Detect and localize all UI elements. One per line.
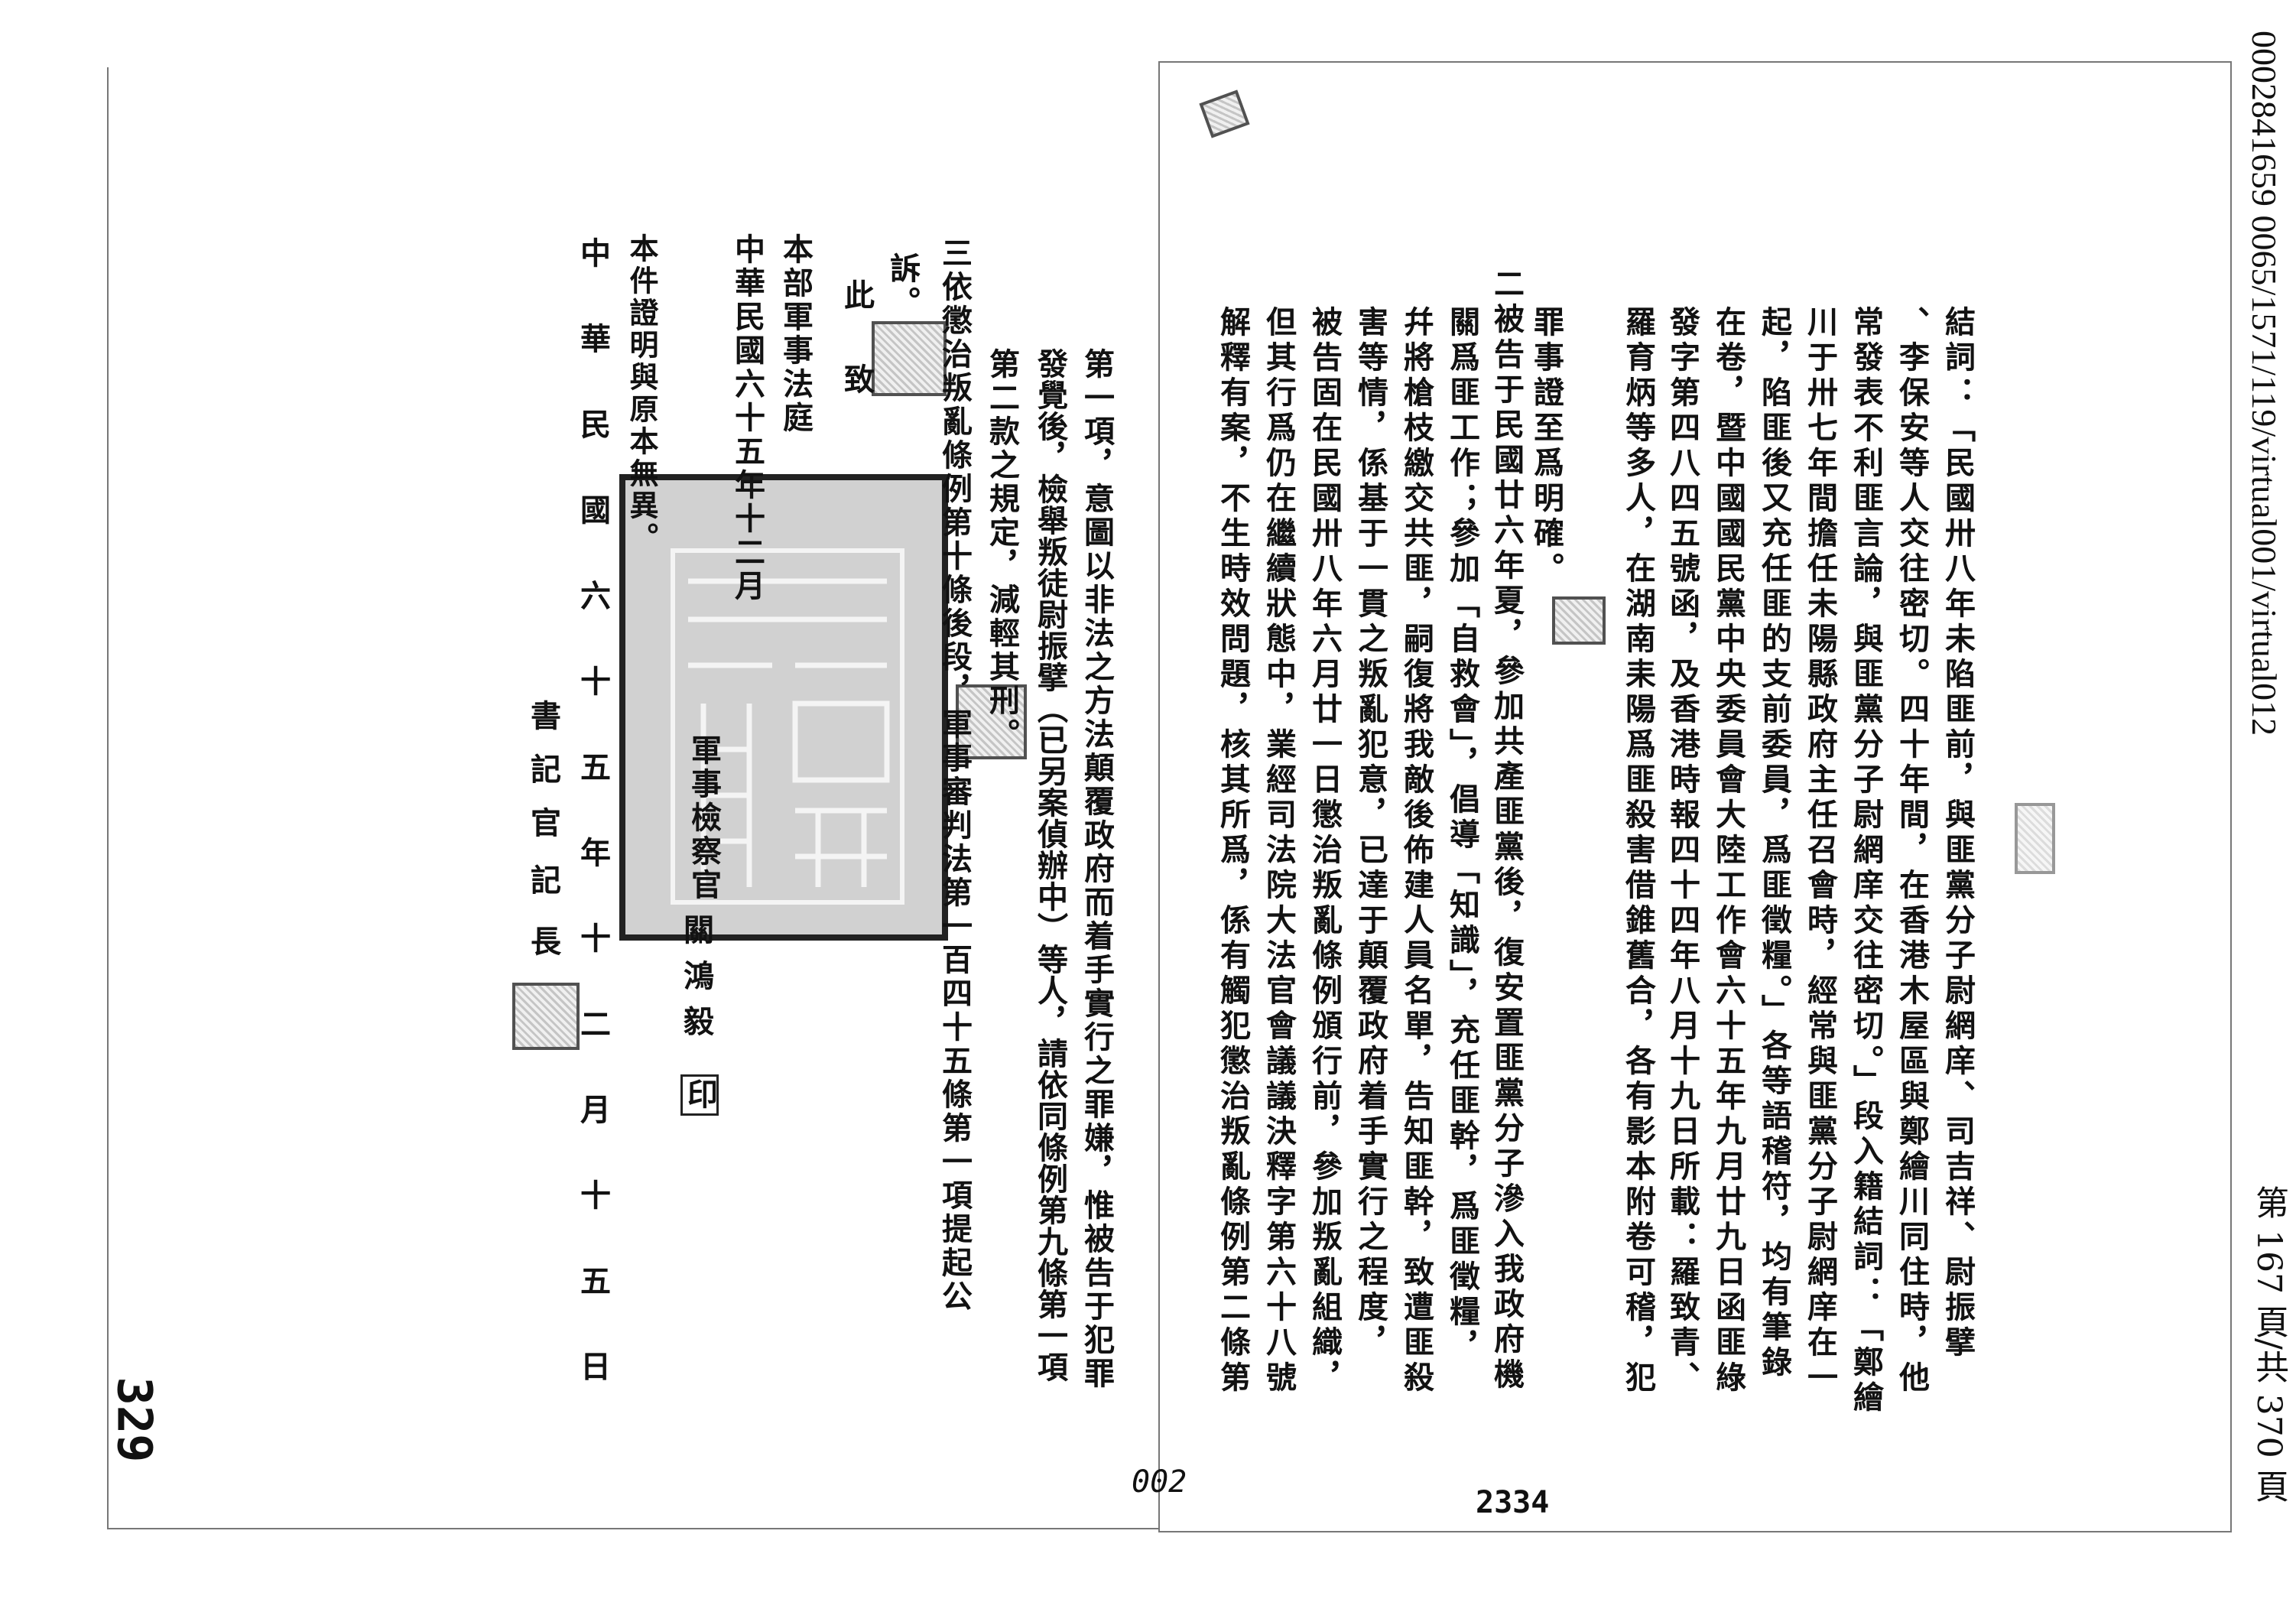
- text-line: 發字第四八四五號函，及香港時報四十四年八月十九日所載：羅致青、: [1664, 306, 1700, 1396]
- text-line: 在卷，暨中國國民黨中央委員會大陸工作會六十五年九月廿九日函匪綠: [1710, 306, 1746, 1396]
- certification-date: 中華民國六十五年十二月十五日: [575, 237, 611, 1436]
- seal-stamp: [872, 321, 947, 396]
- text-line: 結詞：「民國卅八年未陷匪前，與匪黨分子尉網庠、司吉祥、尉振擘: [1940, 306, 1976, 1361]
- text-line: 解釋有案，不生時效問題，核其所爲，係有觸犯懲治叛亂條例第二條第: [1215, 306, 1251, 1396]
- seal-stamp: [2015, 803, 2055, 874]
- text-line: 川于卅七年間擔任未陽縣政府主任召會時，經常與匪黨分子尉網庠在一: [1802, 306, 1838, 1396]
- text-line: 三依懲治叛亂條例第十條後段，軍事審判法第一百四十五條第一項提起公: [937, 237, 973, 1314]
- text-line: 被告固在民國卅八年六月廿一日懲治叛亂條例頒行前，參加叛亂組織，: [1307, 306, 1343, 1396]
- text-line: 發覺後，檢舉叛徒尉振擘（已另案偵辦中）等人，請依同條例第九條第一項: [1032, 348, 1068, 1383]
- prosecutor-title: 軍事檢察官: [686, 734, 722, 902]
- handwritten-mark: 002: [1132, 1464, 1187, 1500]
- text-line: 二被告于民國廿六年夏，參加共產匪黨後，復安置匪黨分子滲入我政府機: [1489, 268, 1525, 1393]
- text-line: 但其行爲仍在繼續狀態中，業經司法院大法官會議議決釋字第六十八號: [1261, 306, 1297, 1396]
- seal-stamp: [956, 684, 1027, 759]
- text-line: 害等情，係基于一貫之叛亂犯意，已達于顛覆政府着手實行之程度，: [1353, 306, 1388, 1361]
- text-line: 常發表不利匪言論，與匪黨分子尉網庠交往密切。」段入籍結詞：「鄭繪: [1848, 306, 1884, 1416]
- issue-date: 中華民國六十五年十二月: [729, 233, 765, 603]
- text-line: 幷將槍枝繳交共匪，嗣復將我敵後佈建人員名單，告知匪幹，致遭匪殺: [1398, 306, 1434, 1396]
- text-line: 第二款之規定，減輕其刑。: [984, 348, 1020, 752]
- certification: 本件證明與原本無異。: [625, 233, 659, 554]
- right-page-frame: [1158, 61, 2232, 1532]
- clerk-name: 記長: [525, 864, 561, 986]
- text-line: 第一項，意圖以非法之方法顛覆政府而着手實行之罪嫌，惟被告于犯罪: [1079, 348, 1115, 1391]
- seal-stamp: [512, 983, 580, 1050]
- folio-number: 329: [106, 1376, 163, 1463]
- prosecutor-name: 關鴻毅: [678, 914, 714, 1051]
- text-line: 罪事證至爲明確。: [1528, 306, 1564, 587]
- seal-char: 印: [680, 1074, 719, 1116]
- official-seal: [619, 474, 948, 941]
- seal-stamp: [1552, 596, 1606, 645]
- text-line: 訴。: [885, 252, 921, 320]
- salutation: 此致: [839, 279, 875, 447]
- text-line: 、李保安等人交往密切。四十年間，在香港木屋區與鄭繪川同住時，他: [1894, 306, 1930, 1396]
- left-page-frame: [107, 67, 1160, 1529]
- text-line: 關爲匪工作；參加「自救會」，倡導「知識」，充任匪幹，爲匪徵糧，: [1444, 306, 1480, 1366]
- text-line: 起，陷匪後又充任匪的支前委員，爲匪徵糧。」各等語稽符，均有筆錄: [1756, 306, 1792, 1381]
- page-counter: 第 167 頁/共 370 頁: [2249, 1185, 2288, 1503]
- text-line: 羅育炳等多人，在湖南耒陽爲匪殺害借錐舊合，各有影本附卷可稽，犯: [1620, 306, 1656, 1396]
- archive-id: 0002841659 0065/1571/119/virtual001/virt…: [2245, 31, 2284, 736]
- addressee: 本部軍事法庭: [778, 233, 814, 435]
- page-number: 2334: [1476, 1485, 1550, 1520]
- clerk-title: 書記官: [525, 700, 561, 860]
